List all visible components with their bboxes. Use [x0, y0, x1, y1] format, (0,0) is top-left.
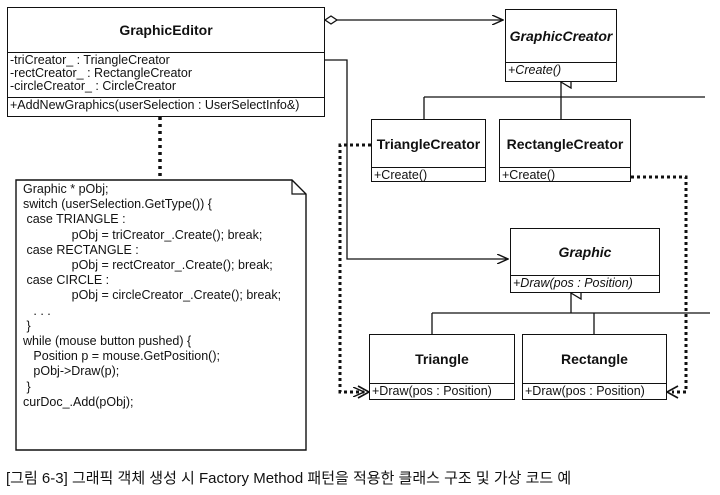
class-operations: +Draw(pos : Position) [523, 384, 666, 398]
dependency-create-links [338, 143, 688, 392]
code-line: } [23, 318, 31, 333]
code-line: switch (userSelection.GetType()) { [23, 197, 212, 212]
aggregation-editor-to-creator [323, 16, 503, 24]
figure-caption: [그림 6-3] 그래픽 객체 생성 시 Factory Method 패턴을 … [6, 470, 572, 487]
operation: +Create() [502, 168, 556, 182]
association-editor-to-graphic [325, 59, 508, 259]
code-line: curDoc_.Add(pObj); [23, 394, 134, 409]
pseudo-code: Graphic * pObj; switch (userSelection.Ge… [23, 182, 281, 410]
class-name: Triangle [370, 335, 514, 384]
code-line: pObj = triCreator_.Create(); break; [23, 227, 263, 242]
class-name: TriangleCreator [372, 120, 485, 168]
code-line: pObj->Draw(p); [23, 364, 120, 379]
operation: +Draw(pos : Position) [372, 384, 492, 398]
operation: +AddNewGraphics(userSelection : UserSele… [10, 98, 300, 112]
inheritance-creators [423, 82, 705, 119]
class-rectangle-creator: RectangleCreator +Create() [499, 119, 631, 182]
operation: +Draw(pos : Position) [525, 384, 645, 398]
code-line: . . . [23, 303, 51, 318]
class-name: Rectangle [523, 335, 666, 384]
operation: +Draw(pos : Position) [513, 276, 633, 290]
code-line: Graphic * pObj; [23, 182, 109, 196]
code-note [15, 179, 307, 451]
class-name: GraphicEditor [8, 8, 324, 53]
class-triangle: Triangle +Draw(pos : Position) [369, 334, 515, 400]
code-line: pObj = circleCreator_.Create(); break; [23, 288, 282, 303]
class-triangle-creator: TriangleCreator +Create() [371, 119, 486, 182]
code-note-text: Graphic * pObj; switch (userSelection.Ge… [16, 180, 306, 450]
class-operations: +Create() [500, 168, 630, 182]
code-line: case RECTANGLE : [23, 242, 139, 257]
class-graphic: Graphic +Draw(pos : Position) [510, 228, 660, 293]
code-line: while (mouse button pushed) { [23, 334, 192, 349]
class-rectangle: Rectangle +Draw(pos : Position) [522, 334, 667, 400]
attribute: -triCreator_ : TriangleCreator [10, 53, 170, 67]
code-line: pObj = rectCreator_.Create(); break; [23, 258, 273, 273]
class-name: RectangleCreator [500, 120, 630, 168]
attribute: -circleCreator_ : CircleCreator [10, 79, 177, 93]
operation: +Create() [508, 63, 562, 77]
code-line: case CIRCLE : [23, 273, 110, 288]
class-graphic-creator: GraphicCreator +Create() [505, 9, 617, 82]
operation: +Create() [374, 168, 428, 182]
code-line: case TRIANGLE : [23, 212, 126, 227]
class-attributes: -triCreator_ : TriangleCreator -rectCrea… [8, 53, 324, 98]
class-operations: +AddNewGraphics(userSelection : UserSele… [8, 98, 324, 112]
class-graphic-editor: GraphicEditor -triCreator_ : TriangleCre… [7, 7, 325, 117]
code-line: } [23, 379, 31, 394]
class-operations: +Draw(pos : Position) [511, 276, 659, 290]
attribute: -rectCreator_ : RectangleCreator [10, 66, 193, 80]
class-operations: +Create() [372, 168, 485, 182]
class-operations: +Create() [506, 63, 616, 77]
class-name: Graphic [511, 229, 659, 276]
inheritance-products [431, 293, 710, 334]
code-line: Position p = mouse.GetPosition(); [23, 349, 220, 364]
class-name: GraphicCreator [506, 10, 616, 63]
class-operations: +Draw(pos : Position) [370, 384, 514, 398]
